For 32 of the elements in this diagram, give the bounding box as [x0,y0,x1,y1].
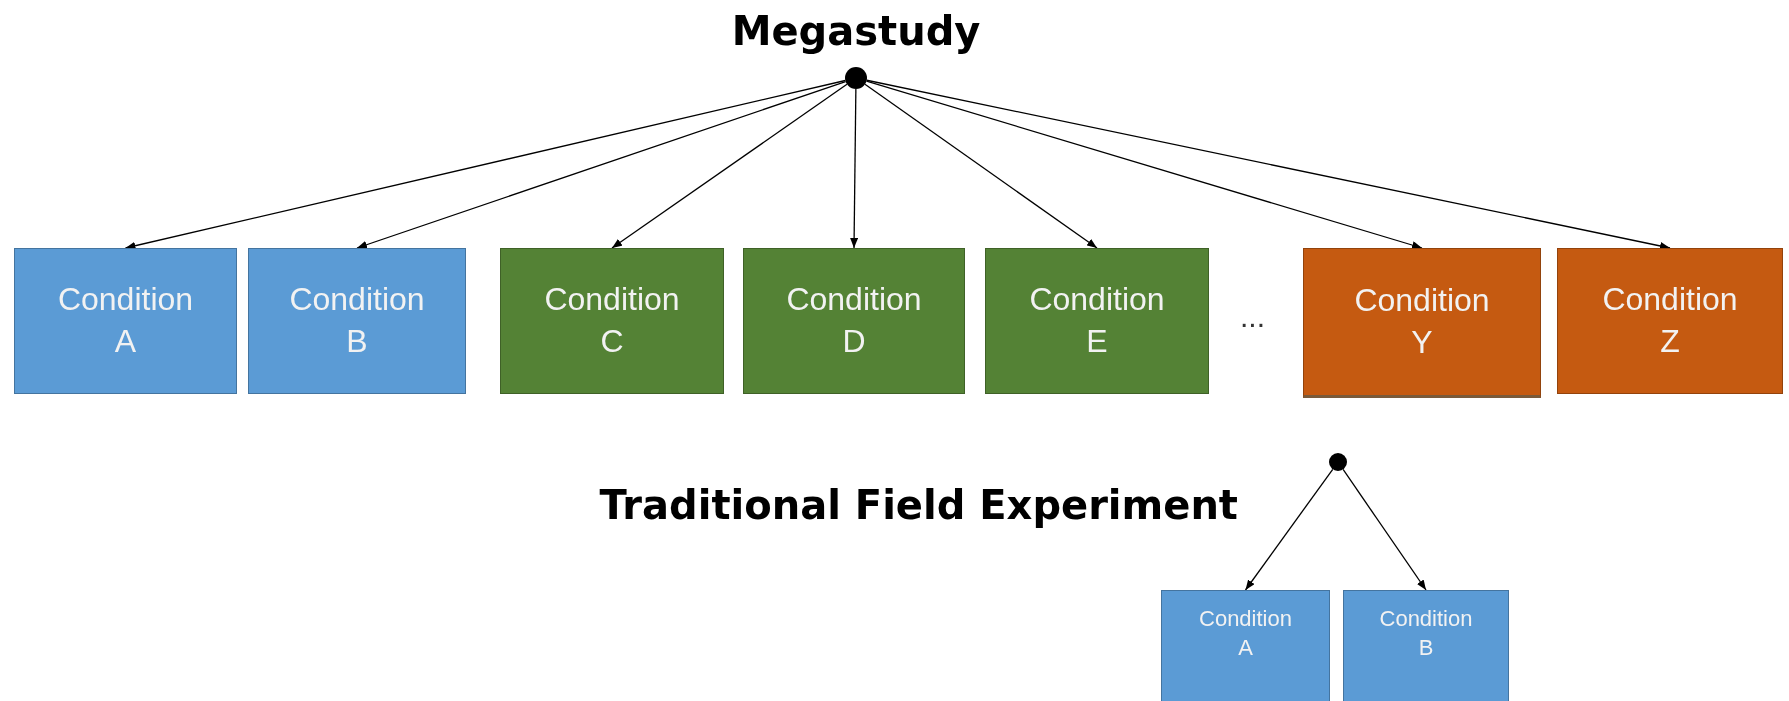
condition-box [985,248,1209,394]
arrow [850,88,859,249]
condition-box [743,248,965,394]
arrow [611,83,848,249]
condition-label: Condition Z [1601,280,1739,361]
condition-box [500,248,724,394]
condition-label: Condition B [288,280,426,361]
condition-label: Condition C [543,280,681,361]
arrow [864,83,1098,249]
junction-dot [1329,453,1347,471]
arrow [124,79,846,250]
condition-box [14,248,237,394]
condition-box [1343,590,1509,701]
condition-label: Condition A [1198,605,1293,662]
ellipsis-label: ... [1240,300,1265,334]
condition-label: Condition A [56,280,195,361]
condition-box [1303,248,1541,398]
condition-label: Condition Y [1353,281,1491,362]
junction-dot [845,67,867,89]
condition-label: Condition D [785,280,923,361]
arrow [1342,468,1427,591]
condition-label: Condition B [1378,605,1474,662]
arrow [356,80,847,249]
diagram-heading: Megastudy [731,8,981,54]
arrow [1244,468,1334,591]
condition-box [1161,590,1330,701]
arrow [866,79,1671,250]
condition-box [248,248,466,394]
diagram-heading: Traditional Field Experiment [599,482,1238,528]
condition-box [1557,248,1783,394]
condition-label: Condition E [1028,280,1166,361]
arrow [865,80,1423,249]
